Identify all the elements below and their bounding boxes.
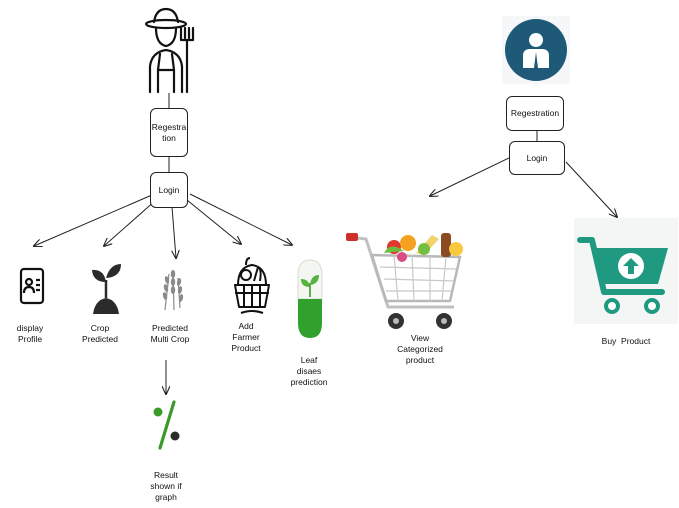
view-categorized-caption: View Categorized product [385, 333, 455, 366]
customer-login-label: Login [526, 152, 548, 163]
add-farmer-product-line2: Farmer [232, 332, 260, 343]
result-graph-caption: Result shown if graph [138, 470, 194, 503]
arrow-login-to-display-profile [34, 194, 153, 246]
predicted-multi-crop-line2: Multi Crop [150, 334, 190, 345]
result-graph-line2: shown if [150, 481, 182, 492]
buy-product-caption: Buy Product [588, 336, 664, 347]
produce-basket-icon [232, 255, 272, 317]
arrow-login-to-multi-crop [172, 206, 176, 258]
crop-predicted-caption: Crop Predicted [72, 323, 128, 345]
view-categorized-line3: product [405, 355, 435, 366]
leaf-disease-line1: Leaf [300, 355, 318, 365]
customer-login-box: Login [509, 141, 565, 175]
percent-icon [150, 396, 182, 452]
farmer-login-box: Login [150, 172, 188, 208]
predicted-multi-crop-caption: Predicted Multi Crop [142, 323, 198, 345]
buy-product-label: Buy Product [601, 336, 651, 346]
grocery-cart-icon [344, 227, 484, 333]
add-farmer-product-line1: Add [238, 321, 254, 331]
farmer-registration-label-line1: Regestra [151, 121, 187, 132]
leaf-disease-caption: Leaf disaes prediction [281, 355, 337, 388]
leaf-capsule-icon [295, 257, 325, 341]
predicted-multi-crop-line1: Predicted [152, 323, 188, 333]
display-profile-line1: display [16, 323, 44, 333]
view-categorized-line1: View [410, 333, 430, 343]
customer-registration-box: Regestration [506, 96, 564, 131]
wheat-icon [156, 260, 186, 314]
shopping-cart-upload-icon [574, 218, 678, 324]
farmer-login-label: Login [158, 184, 180, 195]
arrow-login-to-crop-predicted [104, 199, 157, 246]
farmer-icon [140, 6, 198, 94]
profile-card-icon [18, 266, 46, 306]
arrow-customer-login-to-buy-product [565, 161, 617, 217]
crop-predicted-line1: Crop [90, 323, 110, 333]
add-farmer-product-caption: Add Farmer Product [220, 321, 272, 354]
view-categorized-line2: Categorized [397, 344, 443, 355]
display-profile-caption: display Profile [2, 323, 58, 345]
result-graph-line3: graph [155, 492, 177, 503]
user-avatar-icon [502, 16, 570, 84]
arrow-login-to-add-product [186, 199, 241, 244]
display-profile-line2: Profile [17, 334, 43, 345]
arrow-login-to-leaf-disease [189, 193, 292, 245]
farmer-registration-label-line2: tion [162, 132, 176, 143]
leaf-disease-line2: disaes [296, 366, 322, 377]
crop-predicted-line2: Predicted [82, 334, 118, 345]
arrow-customer-login-to-view-categorized [430, 157, 510, 196]
plant-sprout-icon [89, 260, 123, 314]
add-farmer-product-line3: Product [231, 343, 261, 354]
leaf-disease-line3: prediction [290, 377, 328, 388]
result-graph-line1: Result [153, 470, 179, 480]
customer-registration-label: Regestration [510, 108, 560, 119]
